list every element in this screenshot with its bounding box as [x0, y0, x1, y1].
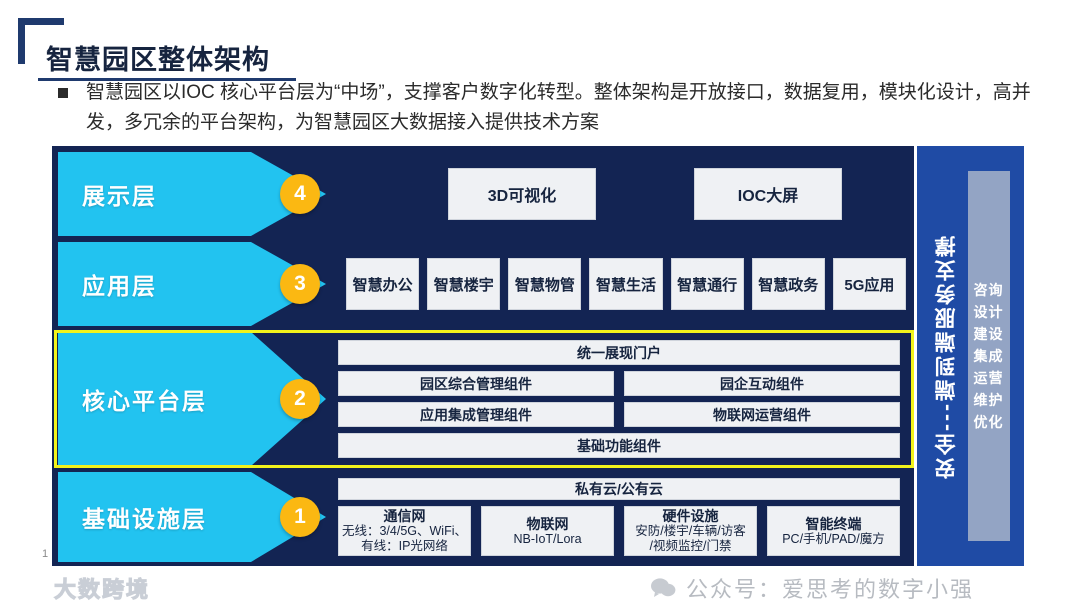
watermark-right: 公众号：爱思考的数字小强: [650, 572, 974, 604]
layer-infrastructure-label: 基础设施层: [82, 506, 207, 532]
card-label: 通信网: [383, 508, 426, 524]
watermark-left: 大数跨境: [12, 572, 150, 604]
layer-application[interactable]: 应用层 3 智慧办公 智慧楼宇 智慧物管 智慧生活: [52, 242, 914, 326]
layer-core-platform-badge: 2: [280, 379, 320, 419]
layer-core-platform[interactable]: 核心平台层 2 统一展现门户 园区综合管理组件 园企互动组件: [52, 332, 914, 466]
support-item-construction: 建设: [973, 326, 1004, 342]
card-smart-transit[interactable]: 智慧通行: [670, 258, 744, 310]
card-label: 园区综合管理组件: [420, 375, 532, 392]
card-private-public-cloud[interactable]: 私有云/公有云: [338, 478, 900, 500]
infrastructure-card-row: 通信网 无线：3/4/5G、WiFi、 有线：IP光网络 物联网 NB-IoT/…: [338, 506, 900, 556]
title-underline: [38, 78, 296, 81]
card-smart-terminal[interactable]: 智能终端 PC/手机/PAD/魔方: [767, 506, 900, 556]
watermark-right-text: 公众号：爱思考的数字小强: [686, 577, 975, 602]
card-5g-application[interactable]: 5G应用: [832, 258, 906, 310]
card-3d-visualization[interactable]: 3D可视化: [448, 168, 596, 220]
card-sub-label: NB-IoT/Lora: [513, 531, 582, 546]
card-unified-portal[interactable]: 统一展现门户: [338, 340, 900, 365]
layer-infrastructure-badge: 1: [280, 497, 320, 537]
card-smart-building[interactable]: 智慧楼宇: [427, 258, 501, 310]
bullet-square-icon: [58, 88, 68, 98]
card-ioc-screen[interactable]: IOC大屏: [694, 168, 842, 220]
core-row-portal: 统一展现门户: [338, 340, 900, 365]
wechat-icon: [651, 578, 676, 597]
card-label: 智慧生活: [595, 276, 656, 294]
core-row-integration: 应用集成管理组件 物联网运营组件: [338, 402, 900, 427]
service-support-label: 安全---端到端服务支撑: [934, 233, 958, 479]
card-label: 统一展现门户: [577, 344, 661, 361]
card-sub-label: 安防/楼宇/车辆/访客: [635, 524, 746, 538]
architecture-diagram: 展示层 4 3D可视化 IOC大屏 应用层 3: [52, 146, 1024, 566]
card-smart-property[interactable]: 智慧物管: [508, 258, 582, 310]
card-sub-label: PC/手机/PAD/魔方: [782, 531, 885, 546]
core-row-management: 园区综合管理组件 园企互动组件: [338, 371, 900, 396]
card-label: 基础功能组件: [577, 437, 661, 454]
layer-display-label: 展示层: [82, 183, 157, 209]
card-hardware-facilities[interactable]: 硬件设施 安防/楼宇/车辆/访客 /视频监控/门禁: [624, 506, 757, 556]
card-enterprise-interaction[interactable]: 园企互动组件: [624, 371, 900, 396]
card-application-integration[interactable]: 应用集成管理组件: [338, 402, 614, 427]
bullet-text: 智慧园区以IOC 核心平台层为“中场”，支撑客户数字化转型。整体架构是开放接口，…: [86, 82, 1031, 133]
support-item-optimization: 优化: [973, 414, 1004, 430]
service-support-items: 咨询 设计 建设 集成 运营 维护 优化: [967, 171, 1010, 541]
card-sub-label: 无线：3/4/5G、WiFi、: [341, 524, 467, 538]
brand-logo-icon: [12, 576, 44, 599]
card-label: 智慧楼宇: [433, 276, 494, 294]
card-label: 园企互动组件: [720, 375, 804, 392]
card-sub-label: /视频监控/门禁: [649, 539, 732, 553]
card-label: IOC大屏: [737, 188, 799, 205]
card-label: 5G应用: [844, 276, 895, 294]
card-smart-office[interactable]: 智慧办公: [346, 258, 420, 310]
layer-display[interactable]: 展示层 4 3D可视化 IOC大屏: [52, 152, 914, 236]
layer-application-body: 智慧办公 智慧楼宇 智慧物管 智慧生活 智慧通行 智慧政务: [332, 242, 906, 326]
card-label: 3D可视化: [487, 188, 557, 205]
card-label: 硬件设施: [662, 508, 719, 524]
card-label: 智慧政务: [758, 276, 819, 294]
bullet-item: 智慧园区以IOC 核心平台层为“中场”，支撑客户数字化转型。整体架构是开放接口，…: [58, 78, 1058, 138]
support-item-consulting: 咨询: [973, 282, 1004, 298]
card-park-integrated-management[interactable]: 园区综合管理组件: [338, 371, 614, 396]
page-number: 1: [42, 548, 49, 560]
card-sub-label: 有线：IP光网络: [361, 539, 448, 553]
layer-infrastructure-body: 私有云/公有云 通信网 无线：3/4/5G、WiFi、 有线：IP光网络 物联网…: [332, 472, 906, 562]
title-bracket-decoration: [18, 18, 64, 64]
layer-infrastructure[interactable]: 基础设施层 1 私有云/公有云 通信网 无线：3/4/5G、WiFi、 有线：I…: [52, 472, 914, 562]
card-iot-operation[interactable]: 物联网运营组件: [624, 402, 900, 427]
support-item-integration: 集成: [973, 348, 1004, 364]
support-item-maintenance: 维护: [973, 392, 1004, 408]
core-row-basic: 基础功能组件: [338, 433, 900, 458]
layer-stack: 展示层 4 3D可视化 IOC大屏 应用层 3: [52, 146, 914, 566]
card-smart-life[interactable]: 智慧生活: [589, 258, 663, 310]
support-item-design: 设计: [973, 304, 1004, 320]
layer-application-label: 应用层: [82, 273, 157, 299]
card-label: 私有云/公有云: [575, 481, 663, 497]
card-label: 智慧物管: [514, 276, 575, 294]
card-label: 智慧通行: [677, 276, 738, 294]
layer-core-platform-label: 核心平台层: [82, 388, 207, 414]
card-smart-government[interactable]: 智慧政务: [751, 258, 825, 310]
card-communication-network[interactable]: 通信网 无线：3/4/5G、WiFi、 有线：IP光网络: [338, 506, 471, 556]
layer-display-badge: 4: [280, 174, 320, 214]
card-label: 物联网: [526, 515, 569, 532]
slide-title-block: 智慧园区整体架构: [16, 16, 716, 81]
support-item-operation: 运营: [973, 370, 1004, 386]
card-basic-function[interactable]: 基础功能组件: [338, 433, 900, 458]
service-support-column: 安全---端到端服务支撑 咨询 设计 建设 集成 运营 维护 优化: [914, 146, 1024, 566]
card-label: 智能终端: [805, 515, 862, 532]
watermark-left-text: 大数跨境: [53, 577, 151, 603]
card-label: 物联网运营组件: [713, 406, 811, 423]
layer-core-platform-body: 统一展现门户 园区综合管理组件 园企互动组件 应用集成管理组件: [332, 332, 906, 466]
layer-application-badge: 3: [280, 264, 320, 304]
card-label: 应用集成管理组件: [420, 406, 532, 423]
card-iot[interactable]: 物联网 NB-IoT/Lora: [481, 506, 614, 556]
page-title: 智慧园区整体架构: [46, 45, 270, 75]
card-label: 智慧办公: [352, 276, 413, 294]
layer-display-body: 3D可视化 IOC大屏: [332, 152, 906, 236]
